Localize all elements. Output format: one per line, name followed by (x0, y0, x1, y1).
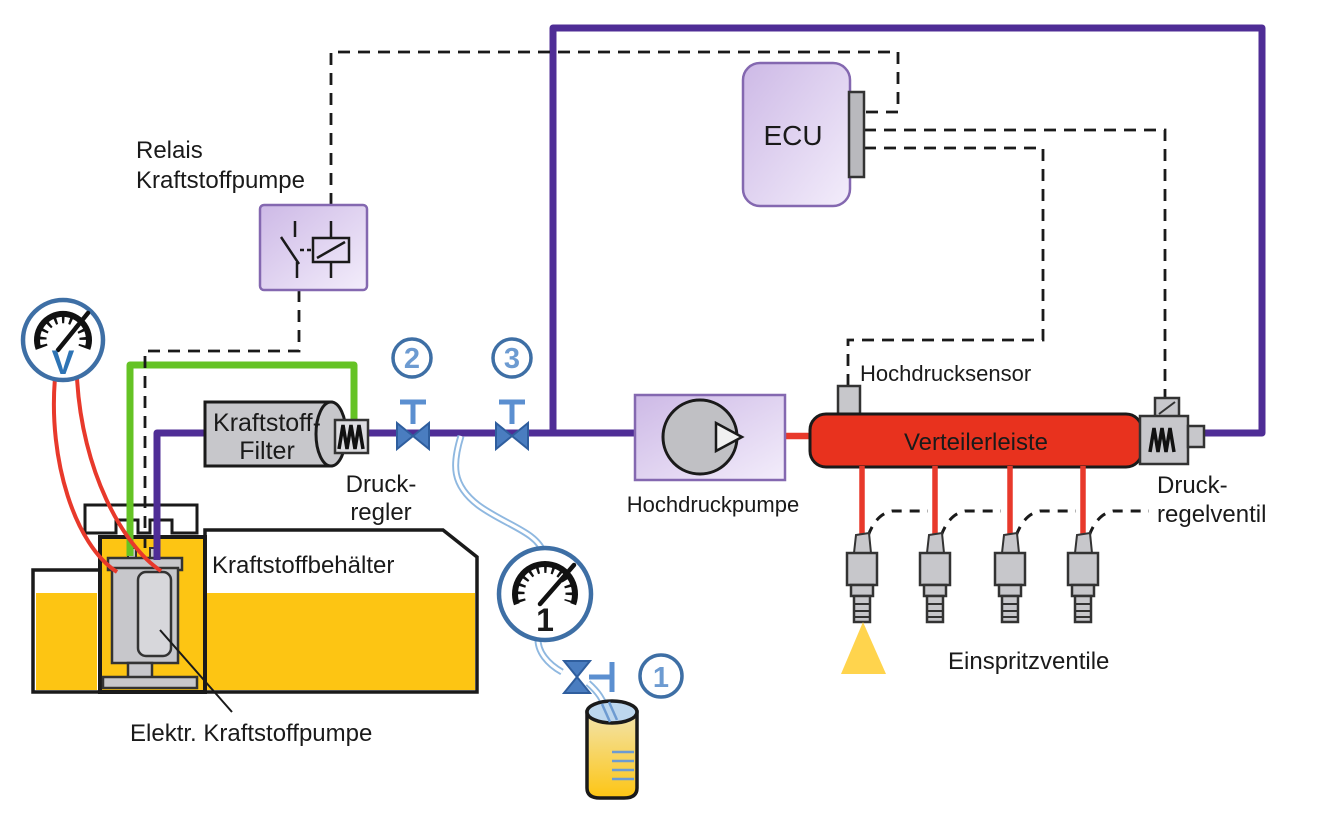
injector (845, 531, 879, 624)
fuel-filter: Kraftstoff- Filter (203, 400, 348, 468)
measure-point-2-circle (391, 337, 433, 379)
measure-point-1-circle (638, 653, 684, 699)
pressure-regulator-label-line1: Druck- (346, 471, 417, 498)
return-line-green (126, 361, 358, 556)
relay-coil-diagonal (316, 240, 346, 260)
cylinder-top (585, 699, 639, 725)
low-pressure-line-tank-to-filter (153, 429, 206, 560)
voltmeter-wire-right (75, 377, 163, 573)
injector (1066, 531, 1100, 624)
drain-valve-1: 1 (561, 653, 684, 699)
pressure-control-valve: Druck- regelventil (1138, 396, 1266, 528)
injectors-label: Einspritzventile (948, 648, 1109, 675)
relay-contact-blade (279, 236, 301, 265)
fuel-return-loop-line (549, 24, 1266, 437)
voltmeter-letter: V (52, 344, 75, 382)
measuring-cylinder (585, 699, 639, 800)
relay-label-line2: Kraftstoffpumpe (136, 167, 305, 194)
valve-3-body (495, 420, 529, 452)
gauge-1-scale-arc (512, 560, 578, 606)
pcv-spring (1148, 427, 1176, 453)
fuel-rail: Hochdrucksensor Verteilerleiste (808, 361, 1144, 469)
pressure-gauge-1: 1 (496, 545, 594, 643)
shutoff-valve-3: 3 (491, 337, 533, 452)
cylinder-graduations (612, 750, 634, 781)
pressure-sensor (836, 384, 862, 417)
high-pressure-pump-arrow (714, 420, 745, 454)
signal-line-relay-to-ecu (329, 50, 900, 205)
spray-cone (841, 622, 886, 674)
pump-inner-cylinder (136, 570, 173, 658)
high-pressure-pump-label: Hochdruckpumpe (627, 492, 799, 517)
injector-signal-stubs (866, 509, 1149, 537)
injector-bodies (845, 531, 1100, 624)
injectors: Einspritzventile (841, 466, 1149, 675)
pressure-regulator-label-line2: regler (350, 499, 411, 526)
filter-label-line2: Filter (239, 437, 295, 465)
tank-fuel (207, 593, 475, 690)
cylinder-body (585, 710, 639, 800)
filter-body (203, 400, 333, 468)
signal-line-ecu-to-pressure-sensor (846, 146, 1045, 386)
voltmeter-ticks (39, 316, 87, 349)
rail-label: Verteilerleiste (904, 429, 1048, 456)
voltmeter-scale-arc (34, 310, 92, 350)
valve-1-body (561, 660, 593, 694)
pump-label: Elektr. Kraftstoffpumpe (130, 720, 372, 747)
injector (918, 531, 952, 624)
voltmeter: V (20, 297, 106, 383)
ecu-label: ECU (763, 120, 822, 151)
pressure-regulator: Druck- regler (333, 418, 417, 526)
pcv-connector-diagonal (1158, 401, 1176, 415)
electric-fuel-pump (98, 535, 207, 694)
cylinder-hose-stubs (600, 701, 619, 723)
gauge-1-ticks (517, 566, 573, 603)
signal-line-ecu-to-pressure-control-valve (864, 128, 1167, 399)
signal-line-relay-to-pump (143, 290, 301, 548)
gauge-1-number: 1 (536, 602, 554, 638)
gauge-1-needle (537, 562, 577, 607)
pressure-sensor-label: Hochdrucksensor (860, 361, 1031, 386)
relay-label-line1: Relais (136, 137, 203, 164)
tank-left-fuel (36, 593, 97, 690)
voltmeter-needle (55, 310, 91, 353)
injector-feed-lines (859, 466, 1086, 538)
pcv-label-line2: regelventil (1157, 501, 1266, 528)
ecu: ECU (741, 61, 866, 208)
measure-point-3-circle (491, 337, 533, 379)
measure-point-2-number: 2 (404, 343, 420, 375)
pcv-label-line1: Druck- (1157, 472, 1228, 499)
filter-label-line1: Kraftstoff- (213, 409, 321, 437)
high-pressure-pump: Hochdruckpumpe (627, 393, 799, 517)
hose-upper-inner (454, 435, 546, 555)
injector (993, 531, 1027, 624)
fuel-tank: Kraftstoffbehälter Elektr. Kraftstoffpum… (31, 503, 479, 747)
pump-base-plate (101, 675, 199, 690)
fuel-pump-relay: Relais Kraftstoffpumpe (136, 137, 369, 292)
valve-2-body (396, 420, 430, 452)
measure-point-3-number: 3 (504, 343, 520, 375)
pcv-outlet-nub (1186, 424, 1206, 449)
tank-flange (83, 503, 199, 535)
tank-label: Kraftstoffbehälter (212, 552, 394, 579)
pump-pointer-line (159, 629, 233, 713)
voltmeter-wire-left (51, 377, 119, 574)
measure-point-1-number: 1 (653, 662, 669, 694)
ecu-connector (847, 90, 866, 179)
pressure-regulator-spring (337, 424, 365, 450)
shutoff-valve-2: 2 (391, 337, 433, 452)
